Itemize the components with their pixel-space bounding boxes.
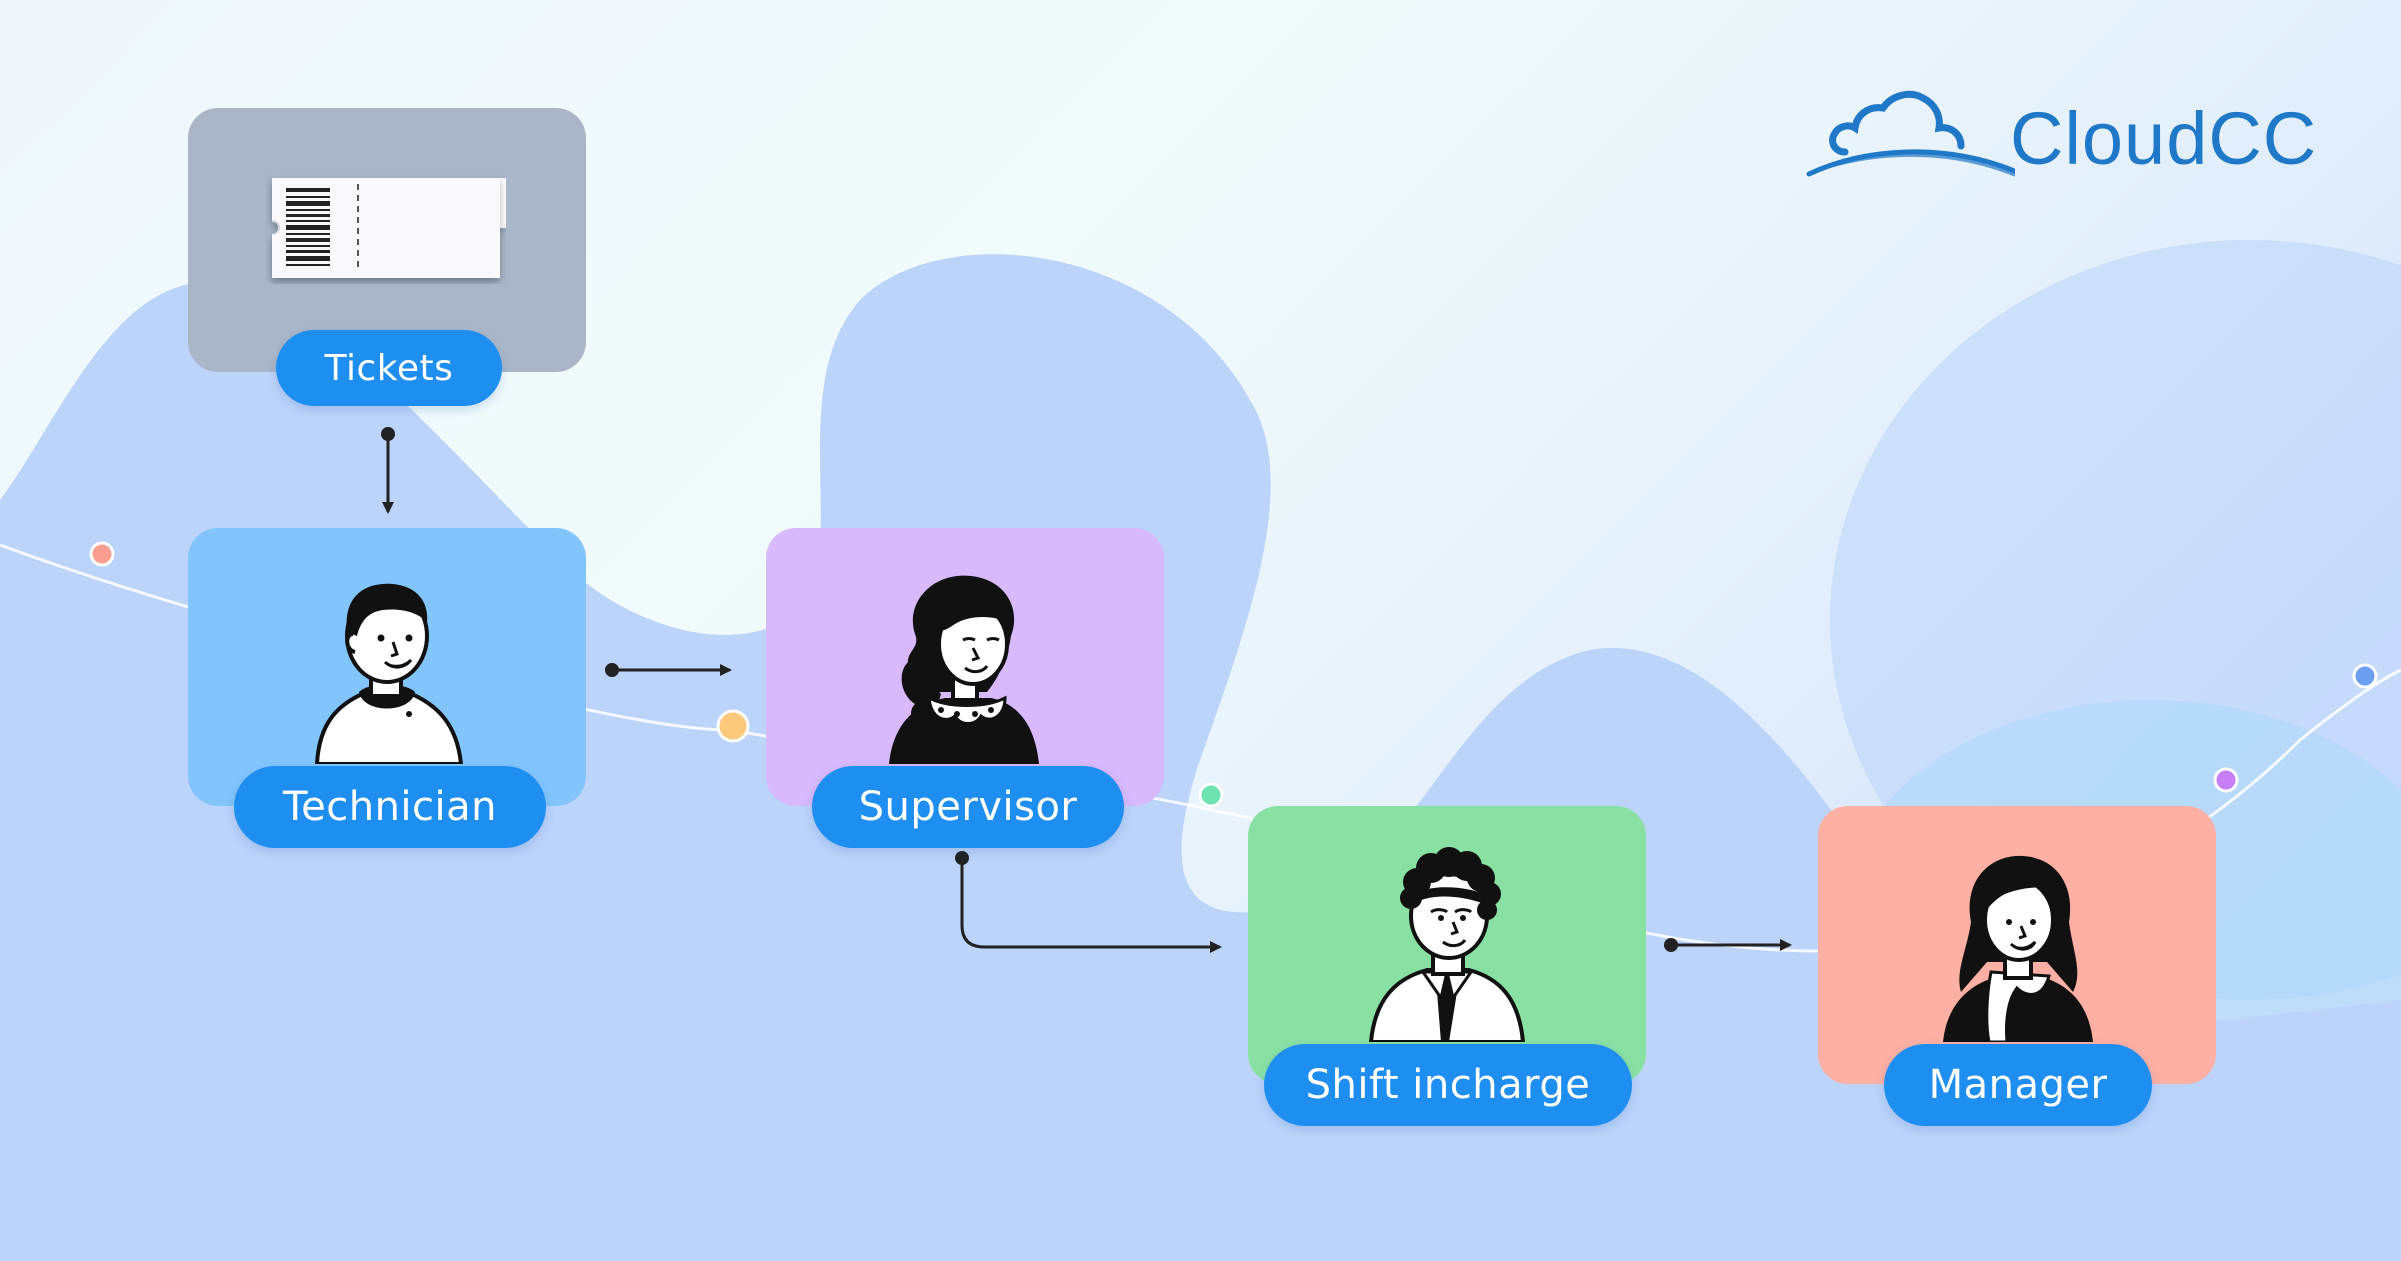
connector-shift-incharge-manager	[1664, 938, 1792, 952]
node-label-manager: Manager	[1884, 1044, 2152, 1126]
node-label-supervisor: Supervisor	[812, 766, 1124, 848]
accent-dot	[716, 709, 750, 743]
accent-dot	[1198, 782, 1224, 808]
accent-dot	[2352, 663, 2378, 689]
brand-logo: CloudCC	[1805, 78, 2325, 188]
manager-avatar	[1943, 855, 2093, 1042]
technician-avatar	[314, 583, 464, 764]
shift-incharge-avatar	[1368, 847, 1526, 1042]
node-tickets: Tickets	[188, 108, 586, 406]
node-supervisor: Supervisor	[766, 528, 1164, 848]
accent-dot	[89, 541, 115, 567]
node-label-tickets: Tickets	[276, 330, 502, 406]
connector-technician-supervisor	[605, 663, 732, 677]
node-label-shift-incharge: Shift incharge	[1264, 1044, 1632, 1126]
connector-tickets-technician	[381, 427, 395, 514]
node-technician: Technician	[188, 528, 586, 848]
node-label-technician: Technician	[234, 766, 546, 848]
node-shift-incharge: Shift incharge	[1248, 806, 1646, 1126]
cloud-logo-icon	[1806, 90, 2015, 177]
ticket-icon	[272, 178, 506, 278]
supervisor-avatar	[889, 575, 1039, 764]
accent-dot	[2213, 767, 2239, 793]
node-manager: Manager	[1818, 806, 2216, 1126]
connector-supervisor-shift-incharge	[955, 851, 1222, 953]
brand-name: CloudCC	[2010, 97, 2318, 180]
